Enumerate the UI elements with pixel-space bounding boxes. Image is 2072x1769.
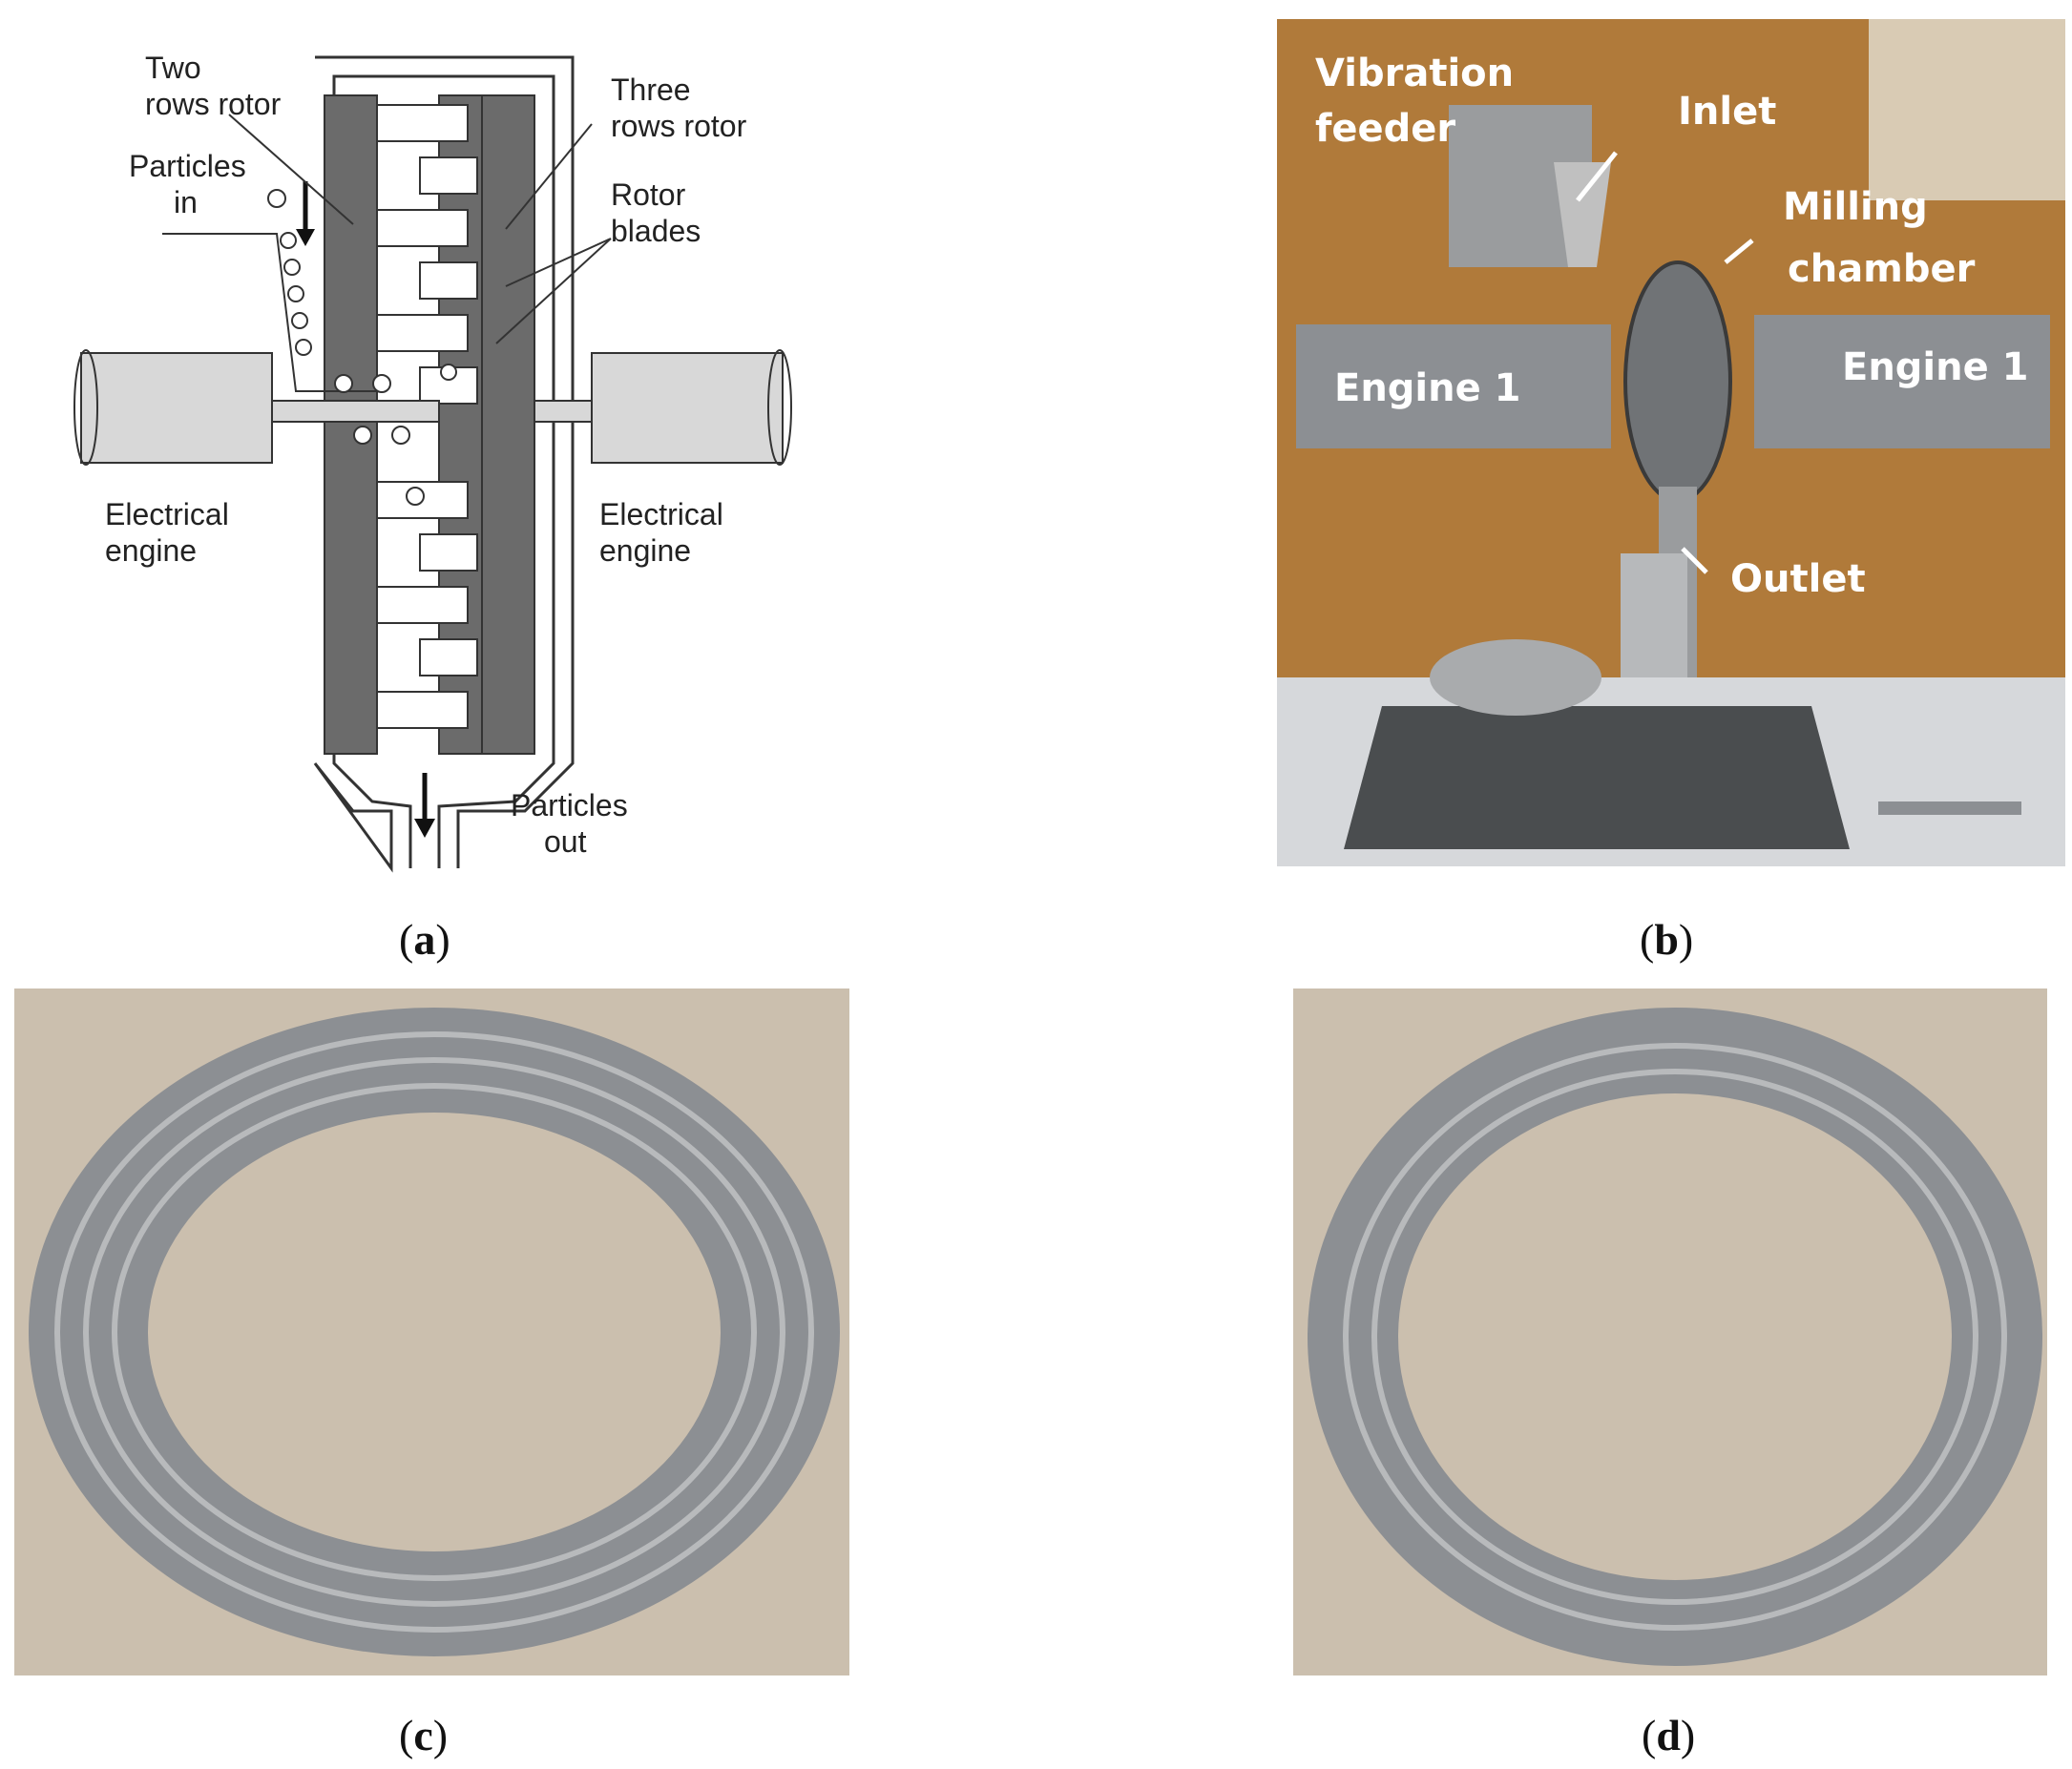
label-two-rows-rotor-1: Two [145, 51, 201, 85]
label-rotor-blades-2: blades [611, 214, 701, 248]
label-engine-left: Engine 1 [1334, 366, 1521, 410]
right-engine [591, 352, 784, 464]
caption-c: (c) [399, 1711, 449, 1759]
wrench-tool [1878, 801, 2021, 815]
label-milling-chamber-2: chamber [1788, 247, 1976, 291]
inlet-funnel [1554, 162, 1611, 267]
milling-chamber-disc [1623, 260, 1732, 503]
label-milling-chamber-1: Milling [1783, 185, 1928, 229]
rotor-ring-inner-hole [1398, 1093, 1952, 1580]
collector-tray [1430, 639, 1601, 716]
shaft-right [534, 400, 593, 423]
label-vibration-feeder-2: feeder [1315, 107, 1455, 151]
rotor-ring-groove-1 [54, 1031, 814, 1633]
left-rotation-arrow [73, 349, 98, 466]
label-rotor-blades-1: Rotor [611, 177, 686, 212]
label-pointers [228, 114, 612, 344]
label-particles-out-2: out [544, 824, 587, 859]
panel-d-photo [1293, 989, 2047, 1675]
label-three-rows-rotor-2: rows rotor [611, 109, 747, 143]
caption-d: (d) [1642, 1711, 1696, 1759]
housing-outline [313, 55, 575, 873]
two-row-rotor-photo [1293, 989, 2047, 1675]
photo-window [1869, 19, 2065, 200]
label-particles-in-1: Particles [129, 149, 246, 183]
label-electrical-engine-left-1: Electrical [105, 497, 229, 531]
label-electrical-engine-right-2: engine [599, 533, 691, 568]
machine-base [1344, 706, 1850, 849]
mill-photo: Vibration feeder Inlet Milling chamber E… [1277, 19, 2065, 866]
shaft-left [271, 400, 440, 423]
left-rotor [324, 94, 378, 755]
caption-a: (a) [399, 915, 450, 964]
panel-c-photo [14, 989, 849, 1675]
caption-c-letter: c [413, 1711, 433, 1759]
mill-schematic-diagram: Two rows rotor Three rows rotor Particle… [73, 51, 792, 873]
rotor-ring-groove-3 [112, 1083, 757, 1581]
rotor-ring-groove-2 [83, 1057, 785, 1607]
rotor-ring-inner-hole [148, 1113, 721, 1551]
left-engine [80, 352, 273, 464]
engine-left-body [1296, 324, 1611, 448]
caption-b: (b) [1640, 915, 1694, 964]
label-outlet: Outlet [1730, 557, 1866, 601]
label-two-rows-rotor-2: rows rotor [145, 87, 282, 121]
label-vibration-feeder-1: Vibration [1315, 52, 1514, 95]
label-particles-out-1: Particles [511, 788, 628, 822]
caption-a-letter: a [413, 915, 436, 964]
label-electrical-engine-left-2: engine [105, 533, 197, 568]
outlet-cup [1621, 553, 1687, 677]
panel-a-schematic: Two rows rotor Three rows rotor Particle… [38, 38, 859, 878]
engine-right-body [1754, 315, 2050, 448]
rotor-ring-groove-2 [1371, 1069, 1978, 1605]
panel-b-photo: Vibration feeder Inlet Milling chamber E… [1277, 19, 2065, 866]
photo-pointers [1576, 151, 1754, 574]
right-rotation-arrow [767, 349, 792, 466]
label-particles-in-2: in [174, 185, 198, 219]
label-inlet: Inlet [1678, 90, 1776, 134]
feed-particles [267, 189, 457, 506]
rotor-blades [376, 104, 478, 729]
label-three-rows-rotor-1: Three [611, 73, 691, 107]
label-engine-right: Engine 1 [1842, 345, 2029, 389]
right-rotor [476, 94, 535, 755]
caption-d-letter: d [1656, 1711, 1681, 1759]
three-row-rotor-photo [14, 989, 849, 1675]
label-electrical-engine-right-1: Electrical [599, 497, 723, 531]
rotor-ring-groove-1 [1343, 1043, 2007, 1631]
caption-b-letter: b [1654, 915, 1679, 964]
